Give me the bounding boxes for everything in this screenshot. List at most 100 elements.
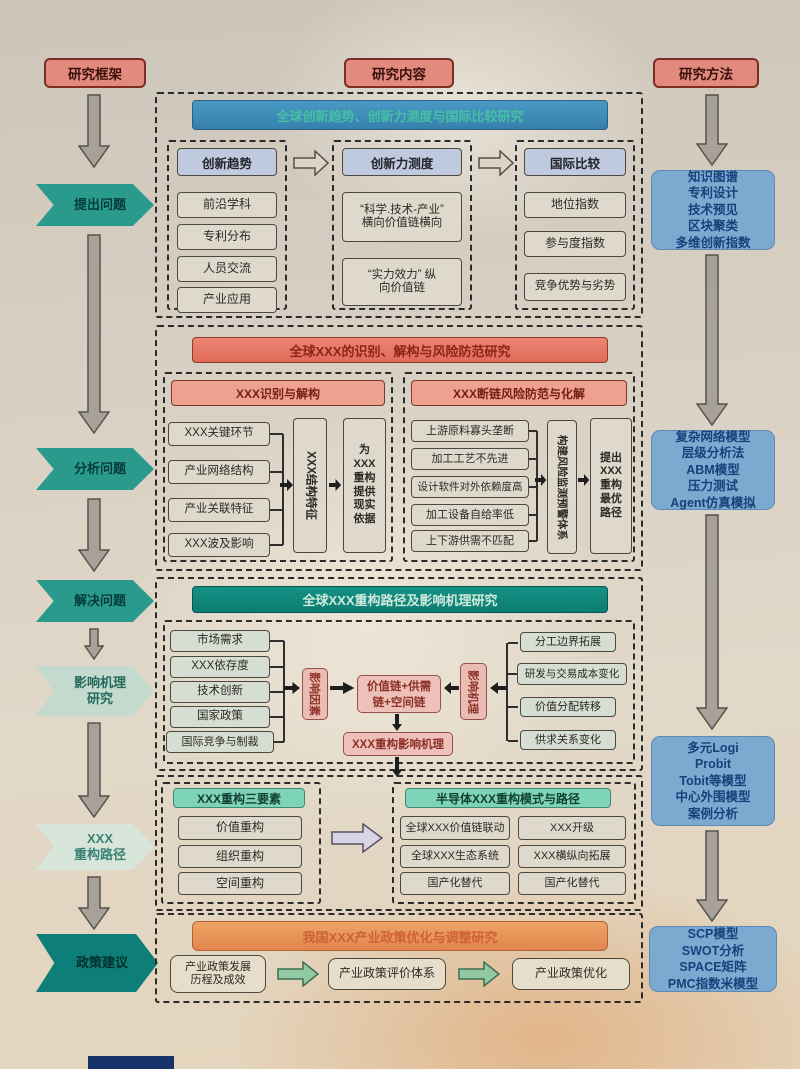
s1-col1-item: 前沿学科	[177, 192, 277, 218]
s1-col3-header: 国际比较	[524, 148, 626, 176]
down-arrow-icon	[392, 757, 402, 777]
section2-title: 全球XXX的识别、解构与风险防范研究	[192, 337, 608, 363]
down-arrow-icon	[696, 254, 728, 426]
step-restructure-path: XXX 重构路径	[36, 824, 154, 870]
down-arrow-icon	[78, 498, 110, 572]
connector-line	[529, 540, 537, 542]
right-arrow-icon	[458, 961, 500, 987]
s2-right-header: XXX断链风险防范与化解	[411, 380, 627, 406]
s5-item: 产业政策评价体系	[328, 958, 446, 990]
s3-center-box: 价值链+供需 链+空间链	[357, 675, 441, 713]
connector-line	[529, 458, 537, 460]
right-arrow-icon	[277, 961, 319, 987]
connector-line	[270, 433, 283, 435]
framework-column-header: 研究框架	[44, 58, 146, 88]
s5-item: 产业政策发展 历程及成效	[170, 955, 266, 993]
s5-item: 产业政策优化	[512, 958, 630, 990]
step-solve-question: 解决问题	[36, 580, 154, 622]
methods-column-header: 研究方法	[653, 58, 759, 88]
section1-container	[155, 92, 643, 318]
right-arrow-icon	[284, 682, 300, 694]
right-arrow-icon	[331, 823, 383, 853]
s2-left-header: XXX识别与解构	[171, 380, 385, 406]
connector-line	[270, 544, 283, 546]
content-column-header: 研究内容	[344, 58, 454, 88]
s1-col1-header: 创新趋势	[177, 148, 277, 176]
right-arrow-icon	[293, 150, 329, 176]
s1-col2-header: 创新力测度	[342, 148, 462, 176]
s4-left-box	[161, 782, 321, 904]
methods-box-2: 复杂网络模型 层级分析法 ABM模型 压力测试 Agent仿真模拟	[651, 430, 775, 510]
section2-container	[155, 325, 643, 571]
s1-col1-item: 人员交流	[177, 256, 277, 282]
s4-right-item: 全球XXX生态系统	[400, 845, 510, 868]
s2-right-out-box: 提出 XXX 重构 最优 路径	[590, 418, 632, 554]
s1-col3-item: 竞争优势与劣势	[524, 273, 626, 301]
s4-left-item: 价值重构	[178, 816, 302, 840]
connector-line	[274, 741, 284, 743]
down-arrow-icon	[78, 876, 110, 930]
methods-box-4: SCP模型 SWOT分析 SPACE矩阵 PMC指数米模型	[649, 926, 777, 992]
section1-title: 全球创新趋势、创新力测度与国际比较研究	[192, 100, 608, 130]
s3-left-item: 市场需求	[170, 630, 270, 652]
section5-title: 我国XXX产业政策优化与调整研究	[192, 921, 608, 951]
s4-right-item: 全球XXX价值链联动	[400, 816, 510, 840]
s2-right-mid-box: 构建风险监测预警体系	[547, 420, 577, 554]
connector-line	[529, 430, 537, 432]
methods-box-3: 多元Logi Probit Tobit等模型 中心外围模型 案例分析	[651, 736, 775, 826]
s2-left-mid-box: XXX结构特征	[293, 418, 327, 553]
s2-right-item: 设计软件对外依赖度高	[411, 476, 529, 498]
down-arrow-icon	[78, 722, 110, 818]
s2-left-item: XXX关键环节	[168, 422, 270, 446]
s4-left-item: 组织重构	[178, 845, 302, 868]
section4-container	[155, 775, 643, 911]
s3-mech-box: 影响机理	[460, 663, 487, 720]
s2-left-box	[163, 372, 393, 562]
connector-line	[506, 643, 508, 741]
s1-col2-box	[332, 140, 472, 310]
connector-line	[270, 640, 284, 642]
s3-right-item: 分工边界拓展	[520, 632, 616, 652]
section3-title: 全球XXX重构路径及影响机理研究	[192, 586, 608, 613]
down-arrow-icon	[78, 94, 110, 168]
step-policy-advice: 政策建议	[36, 934, 158, 992]
s4-right-item: XXX开级	[518, 816, 626, 840]
down-arrow-icon	[84, 628, 104, 660]
s1-col1-item: 专利分布	[177, 224, 277, 250]
s1-col3-item: 地位指数	[524, 192, 626, 218]
right-arrow-icon	[535, 474, 547, 486]
step-raise-question: 提出问题	[36, 184, 154, 226]
s3-bottom-box: XXX重构影响机理	[343, 732, 453, 756]
connector-line	[270, 509, 283, 511]
s3-left-item: 技术创新	[170, 681, 270, 703]
bottom-edge-strip	[88, 1056, 174, 1069]
s2-right-item: 加工设备自给率低	[411, 504, 529, 526]
connector-line	[508, 642, 518, 644]
down-arrow-icon	[696, 514, 728, 730]
step-impact-mechanism: 影响机理 研究	[36, 666, 154, 716]
s3-right-item: 价值分配转移	[520, 697, 616, 717]
s4-left-item: 空间重构	[178, 872, 302, 895]
methods-box-1: 知识图谱 专利设计 技术预见 区块聚类 多维创新指数	[651, 170, 775, 250]
s4-right-header: 半导体XXX重构模式与路径	[405, 788, 611, 808]
s2-left-item: 产业网络结构	[168, 460, 270, 484]
s2-right-item: 加工工艺不先进	[411, 448, 529, 470]
s4-right-box	[392, 782, 636, 904]
right-arrow-icon	[478, 150, 514, 176]
s1-col3-item: 参与度指数	[524, 231, 626, 257]
s1-col1-item: 产业应用	[177, 287, 277, 313]
s2-left-item: 产业关联特征	[168, 498, 270, 522]
down-arrow-icon	[696, 94, 728, 166]
connector-line	[508, 740, 518, 742]
s1-col2-item: “科学.技术-产业” 横向价值链横向	[342, 192, 462, 242]
down-arrow-icon	[696, 830, 728, 922]
right-arrow-icon	[329, 479, 342, 491]
s4-right-item: 国产化替代	[400, 872, 510, 895]
s2-left-out-box: 为 XXX 重构 提供 现实 依据	[343, 418, 386, 553]
connector-line	[270, 716, 284, 718]
down-arrow-icon	[78, 234, 110, 434]
s2-right-box	[403, 372, 635, 562]
section5-container	[155, 913, 643, 1003]
connector-line	[283, 641, 285, 742]
